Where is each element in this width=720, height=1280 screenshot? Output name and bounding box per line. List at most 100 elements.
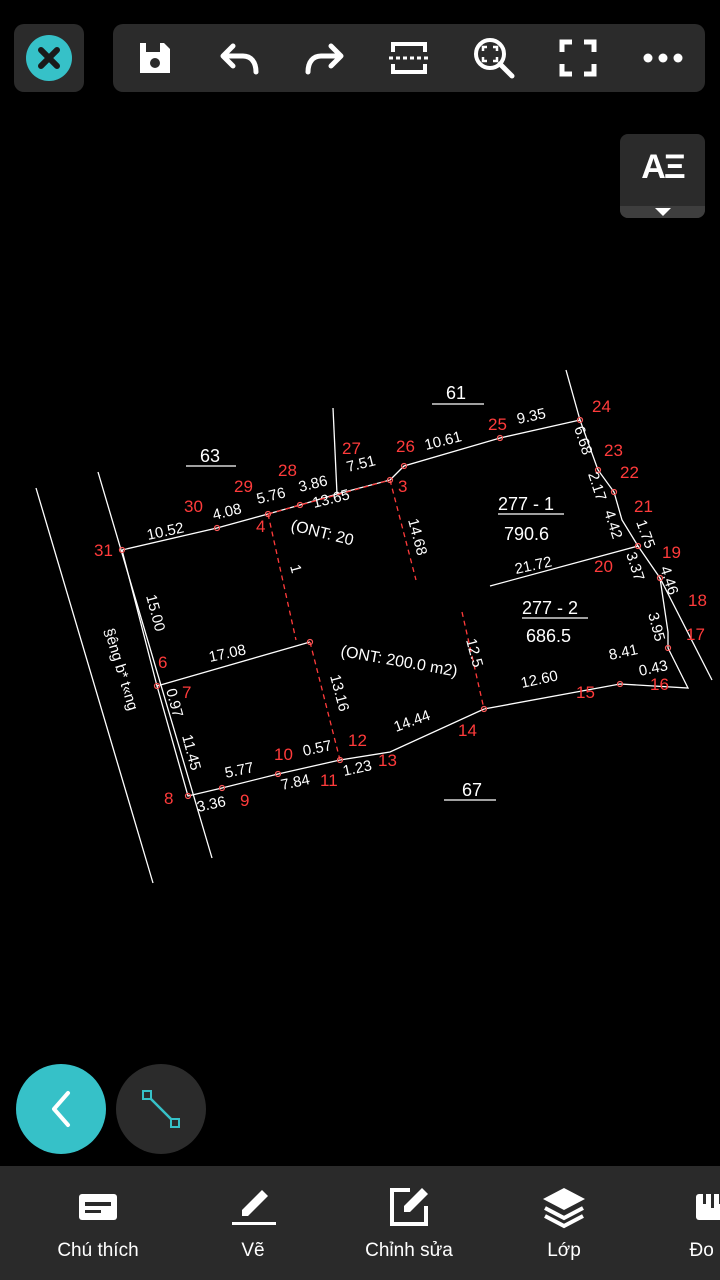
dim-label: 12.5 xyxy=(462,637,486,670)
boundary-right-ext-top xyxy=(565,369,581,421)
more-icon xyxy=(643,53,683,63)
neighbor-divider xyxy=(332,407,338,495)
vertex-30: 30 xyxy=(184,497,203,516)
save-icon xyxy=(140,43,171,73)
vertex-9: 9 xyxy=(240,791,249,810)
vertex-17: 17 xyxy=(686,625,705,644)
road-line-left xyxy=(35,487,154,884)
annotation-icon xyxy=(73,1184,123,1230)
vertex-6: 6 xyxy=(158,653,167,672)
parcel-number-63: 63 xyxy=(200,446,220,466)
vertex-16: 16 xyxy=(650,675,669,694)
nav-measure[interactable]: Đo lườ xyxy=(644,1166,720,1280)
ont-label-lower: (ONT: 200.0 m2) xyxy=(339,643,458,680)
save-button[interactable] xyxy=(125,28,185,88)
vertex-29: 29 xyxy=(234,477,253,496)
vertex-23: 23 xyxy=(604,441,623,460)
parcel-divider-left xyxy=(156,641,311,687)
dim-label: 7.84 xyxy=(279,771,311,794)
parcel-number-67: 67 xyxy=(462,780,482,800)
vertex-31: 31 xyxy=(94,541,113,560)
text-style-icon: AΞ xyxy=(641,148,685,186)
dim-label: 8.41 xyxy=(607,641,639,664)
parcel-area-277-1: 790.6 xyxy=(504,524,549,544)
nav-edit[interactable]: Chỉnh sửa xyxy=(334,1166,484,1280)
bottom-navigation: Chú thích Vẽ Chỉnh sửa Lớp xyxy=(0,1166,720,1280)
edit-icon xyxy=(384,1184,434,1230)
nav-layers[interactable]: Lớp xyxy=(489,1166,639,1280)
chevron-down-icon xyxy=(655,208,671,216)
dim-label: 15.00 xyxy=(142,593,168,634)
split-icon xyxy=(388,42,429,74)
vertex-22: 22 xyxy=(620,463,639,482)
layers-icon xyxy=(539,1184,589,1230)
zoom-extent-button[interactable] xyxy=(464,28,524,88)
vertex-18: 18 xyxy=(688,591,707,610)
ruler-icon xyxy=(694,1184,720,1230)
dim-label: 14.44 xyxy=(392,707,433,736)
redo-button[interactable] xyxy=(294,28,354,88)
road-line-right xyxy=(97,471,213,859)
ont-line-4 xyxy=(461,611,485,710)
ont-label-upper: (ONT: 20 xyxy=(289,517,355,549)
vertex-20: 20 xyxy=(594,557,613,576)
pencil-icon xyxy=(228,1184,278,1230)
vertex-28: 28 xyxy=(278,461,297,480)
parcel-area-277-2: 686.5 xyxy=(526,626,571,646)
dim-label: 3.86 xyxy=(297,472,329,496)
dim-label: 13.16 xyxy=(326,673,352,714)
parcel-divider-middle xyxy=(489,545,639,587)
nav-annotation[interactable]: Chú thích xyxy=(23,1166,173,1280)
parcel-boundary xyxy=(121,419,690,797)
road-label: §­êng b* t«ng xyxy=(100,626,141,712)
vertex-13: 13 xyxy=(378,751,397,770)
vertex-4: 4 xyxy=(256,517,265,536)
dim-label: 11.45 xyxy=(178,733,204,773)
vertex-14: 14 xyxy=(458,721,477,740)
text-style-button[interactable]: AΞ xyxy=(620,134,705,218)
dim-label: 1.75 xyxy=(632,518,658,551)
vertex-21: 21 xyxy=(634,497,653,516)
dim-label: 5.76 xyxy=(255,484,287,508)
dim-label: 9.35 xyxy=(515,405,547,428)
undo-button[interactable] xyxy=(210,28,270,88)
fullscreen-icon xyxy=(559,39,597,77)
vertex-15: 15 xyxy=(576,683,595,702)
vertex-7: 7 xyxy=(182,683,191,702)
dim-label: 1.23 xyxy=(341,757,373,780)
back-button[interactable] xyxy=(16,1064,106,1154)
split-button[interactable] xyxy=(379,28,439,88)
dim-label: 3.95 xyxy=(644,611,668,644)
nav-measure-label: Đo lườ xyxy=(689,1240,720,1261)
ont-line-3 xyxy=(309,641,341,761)
nav-annotation-label: Chú thích xyxy=(57,1240,139,1261)
dim-label: 4.08 xyxy=(211,500,243,524)
measure-line-button[interactable] xyxy=(116,1064,206,1154)
dim-label: 3.36 xyxy=(195,793,227,816)
line-segment-icon xyxy=(142,1090,180,1128)
close-icon xyxy=(26,35,72,81)
vertex-19: 19 xyxy=(662,543,681,562)
vertex-24: 24 xyxy=(592,397,611,416)
dim-label: 10.52 xyxy=(145,519,185,543)
dim-label: 5.77 xyxy=(223,759,255,782)
nav-draw[interactable]: Vẽ xyxy=(178,1166,328,1280)
more-button[interactable] xyxy=(633,28,693,88)
nav-edit-label: Chỉnh sửa xyxy=(365,1240,453,1261)
close-button[interactable] xyxy=(14,24,84,92)
dim-label: 4.42 xyxy=(600,508,625,541)
zoom-fit-icon xyxy=(473,38,515,79)
dim-label: 4.46 xyxy=(656,564,681,597)
dim-label: 0.57 xyxy=(301,737,333,760)
nav-draw-label: Vẽ xyxy=(241,1240,265,1261)
dim-label: 2.17 xyxy=(584,470,609,503)
vertex-8: 8 xyxy=(164,789,173,808)
vertex-27: 27 xyxy=(342,439,361,458)
fullscreen-button[interactable] xyxy=(548,28,608,88)
dim-label: 0.97 xyxy=(162,687,186,720)
boundary-right-ext xyxy=(659,577,713,681)
vertex-26: 26 xyxy=(396,437,415,456)
dim-label: 6.68 xyxy=(570,424,595,457)
parcel-number-61: 61 xyxy=(446,383,466,403)
